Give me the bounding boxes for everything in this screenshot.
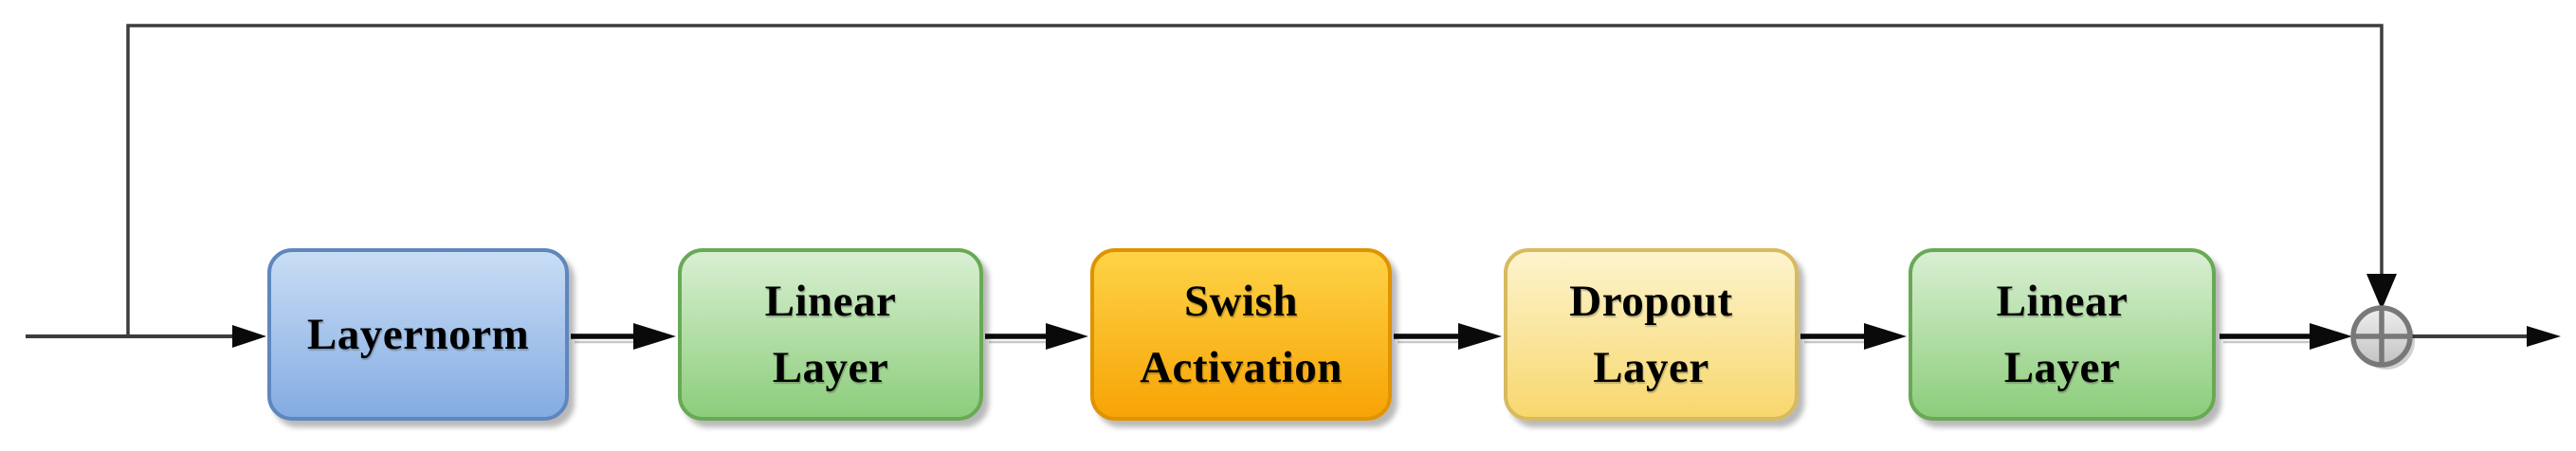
arrowhead-right-icon xyxy=(232,325,266,348)
block-swish-activation: Swish Activation xyxy=(1090,248,1392,421)
arrow-dropout-to-linear2 xyxy=(1800,323,1907,350)
block-linear-layer-2: Linear Layer xyxy=(1909,248,2216,421)
arrowhead-right-icon xyxy=(2527,326,2561,347)
skip-connection-line xyxy=(126,24,2397,336)
arrowhead-right-icon xyxy=(1864,323,1907,350)
block-label: Linear Layer xyxy=(764,276,897,393)
arrow-swish-to-dropout xyxy=(1394,323,1502,350)
block-label: Swish Activation xyxy=(1140,276,1343,393)
block-linear-layer-1: Linear Layer xyxy=(678,248,983,421)
block-layernorm: Layernorm xyxy=(267,248,569,421)
arrowhead-right-icon xyxy=(1458,323,1502,350)
arrow-linear2-to-add xyxy=(2220,323,2352,350)
arrowhead-right-icon xyxy=(633,323,676,350)
arrowhead-right-icon xyxy=(1046,323,1088,350)
arrow-layernorm-to-linear1 xyxy=(571,323,676,350)
block-dropout-layer: Dropout Layer xyxy=(1504,248,1799,421)
output-arrow xyxy=(2408,326,2561,347)
block-label: Layernorm xyxy=(306,309,530,359)
add-operator xyxy=(2350,305,2415,370)
block-label: Linear Layer xyxy=(1996,276,2128,393)
arrowhead-down-icon xyxy=(2366,274,2397,310)
arrowhead-right-icon xyxy=(2310,323,2352,350)
arrow-linear1-to-swish xyxy=(985,323,1088,350)
input-arrow xyxy=(26,325,266,348)
block-label: Dropout Layer xyxy=(1569,276,1733,393)
